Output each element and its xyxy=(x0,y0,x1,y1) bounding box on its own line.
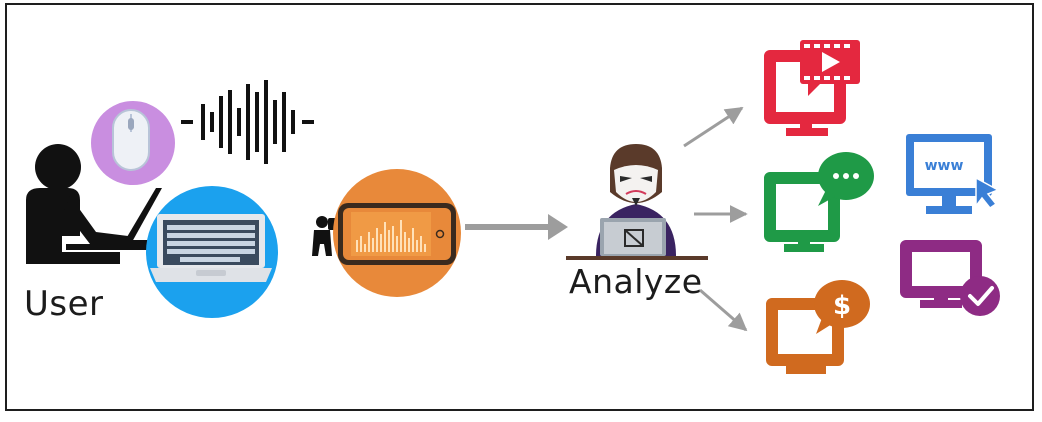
svg-text:$: $ xyxy=(833,291,851,321)
eavesdropper-icon xyxy=(312,216,336,256)
smartphone-spectrum-icon xyxy=(333,169,461,297)
analyze-label: Analyze xyxy=(569,262,703,301)
laptop-icon xyxy=(146,186,278,318)
web-monitor-icon: www xyxy=(906,134,1000,214)
chat-monitor-icon xyxy=(764,152,874,252)
svg-text:www: www xyxy=(925,158,964,174)
hacker-mask-icon xyxy=(566,144,708,260)
person-at-laptop-icon xyxy=(26,144,186,264)
arrows-to-targets xyxy=(683,106,748,332)
user-label: User xyxy=(24,284,104,324)
sound-wave-icon xyxy=(181,80,314,164)
video-monitor-icon xyxy=(764,40,860,136)
verified-monitor-icon xyxy=(900,240,1000,316)
mouse-icon xyxy=(91,101,175,185)
arrow-to-analyze xyxy=(465,214,568,240)
payment-monitor-icon: $ xyxy=(766,280,870,374)
